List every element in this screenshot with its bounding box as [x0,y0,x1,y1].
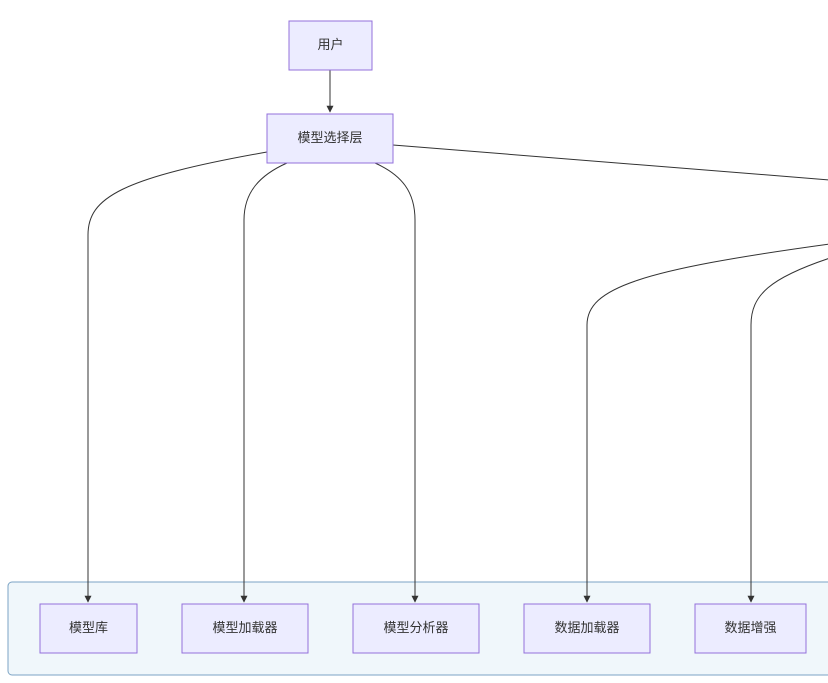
node-model-analyzer-label: 模型分析器 [383,621,448,636]
node-user-label: 用户 [317,37,343,53]
node-data-augmentation[interactable]: 数据增强 [694,603,807,654]
node-model-library-label: 模型库 [69,620,108,636]
node-data-loader-label: 数据加载器 [554,621,619,636]
node-data-loader[interactable]: 数据加载器 [523,603,651,654]
node-data-augmentation-label: 数据增强 [724,621,776,636]
node-user[interactable]: 用户 [288,20,373,71]
edge-selector-offscreen [392,144,828,181]
edge-selector-to-model-loader [240,162,288,603]
node-model-analyzer[interactable]: 模型分析器 [352,603,480,654]
node-model-library[interactable]: 模型库 [39,603,138,654]
node-selector-label: 模型选择层 [297,131,362,146]
edges [84,70,828,603]
edge-selector-to-model-analyzer [374,162,419,603]
edge-selector-to-model-library [84,151,268,603]
edge-offscreen-to-data-loader [583,243,828,603]
node-selector[interactable]: 模型选择层 [266,113,394,164]
node-model-loader-label: 模型加载器 [212,621,277,636]
edge-offscreen-to-data-augmentation [747,258,828,603]
node-model-loader[interactable]: 模型加载器 [181,603,309,654]
